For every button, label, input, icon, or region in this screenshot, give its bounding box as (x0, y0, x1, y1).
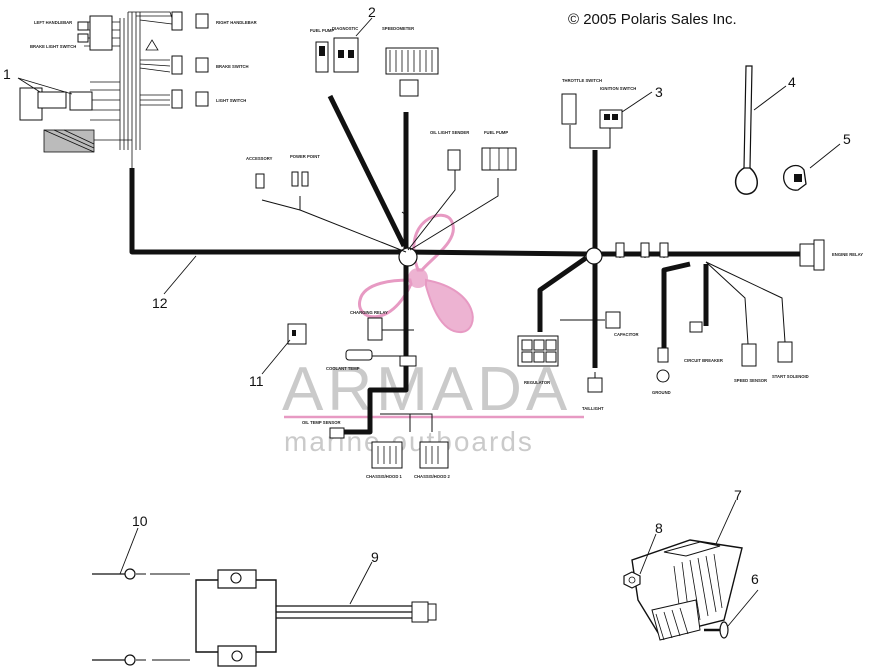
harness-junction-right (585, 247, 603, 265)
accessory-power-point (255, 171, 309, 189)
callout-3: 3 (655, 84, 663, 100)
fuel-pump-diagnostic-connectors (315, 37, 359, 73)
label-power-point: POWER POINT (290, 154, 320, 159)
callout-8: 8 (655, 520, 663, 536)
oil-sender-fuel-pump (447, 147, 517, 171)
ground-breaker-sensors (656, 321, 793, 383)
callout-5: 5 (843, 131, 851, 147)
label-diagnostic: DIAGNOSTIC (332, 26, 358, 31)
label-fuel-pump: FUEL PUMP (310, 28, 334, 33)
finned-regulator (631, 539, 743, 641)
callout-1: 1 (3, 66, 11, 82)
label-circuit-breaker: CIRCUIT BREAKER (684, 358, 723, 363)
label-ground: GROUND (652, 390, 671, 395)
copyright-text: © 2005 Polaris Sales Inc. (568, 11, 737, 28)
watermark-sub-text: marine outboards (284, 426, 534, 457)
callout-9: 9 (371, 549, 379, 565)
regulator-module (195, 569, 437, 667)
callout-11: 11 (249, 373, 264, 389)
callout-10: 10 (132, 513, 148, 529)
watermark: ARMADA marine outboards (282, 213, 584, 457)
callout-2: 2 (368, 4, 376, 20)
label-accessory: ACCESSORY (246, 156, 273, 161)
harness-clip (783, 164, 807, 191)
mounting-bolts (92, 568, 190, 666)
callout-7: 7 (734, 487, 742, 503)
label-right-handlebar: RIGHT HANDLEBAR (216, 20, 257, 25)
callout-12: 12 (152, 295, 168, 311)
label-left-handlebar: LEFT HANDLEBAR (34, 20, 72, 25)
throttle-ignition-switch (561, 93, 623, 129)
callout-4: 4 (788, 74, 796, 90)
callout-6: 6 (751, 571, 759, 587)
screw (704, 621, 729, 639)
chassis-hood-connectors (371, 441, 449, 469)
watermark-propeller-logo (358, 213, 474, 334)
left-handlebar-switch-assembly (19, 15, 113, 153)
label-engine-relay: ENGINE RELAY (832, 252, 863, 257)
right-handlebar-connectors (145, 11, 209, 109)
callout-leaders (17, 17, 841, 627)
relay (287, 323, 307, 345)
label-throttle-switch: THROTTLE SWITCH (562, 78, 602, 83)
right-side-connectors (615, 239, 825, 271)
label-brake-light-switch: BRAKE LIGHT SWITCH (30, 44, 76, 49)
label-light-switch: LIGHT SWITCH (216, 98, 246, 103)
cable-tie (734, 65, 758, 195)
component-labels: LEFT HANDLEBAR BRAKE LIGHT SWITCH RIGHT … (30, 20, 863, 479)
label-capacitor: CAPACITOR (614, 332, 639, 337)
ground-ring-terminal (656, 369, 670, 383)
callout-numbers: 1 2 3 4 5 6 7 8 9 10 11 12 (3, 4, 851, 587)
harness-junction-center (398, 247, 418, 267)
nut (623, 571, 641, 589)
label-fuel-pump-2: FUEL PUMP (484, 130, 508, 135)
charging-relay-coolant (329, 317, 417, 439)
label-coolant-temp: COOLANT TEMP (326, 366, 360, 371)
label-ignition-switch: IGNITION SWITCH (600, 86, 636, 91)
label-oil-light-sender: OIL LIGHT SENDER (430, 130, 469, 135)
label-speed-sensor: SPEED SENSOR (734, 378, 767, 383)
label-oil-temp-sensor: OIL TEMP SENSOR (302, 420, 340, 425)
label-speedometer: SPEEDOMETER (382, 26, 414, 31)
speedometer-connector (385, 47, 439, 97)
label-taillight: TAILLIGHT (582, 406, 604, 411)
label-chassis-1: CHASSIS/HOOD 1 (366, 474, 403, 479)
label-charging-relay: CHARGING RELAY (350, 310, 388, 315)
label-start-solenoid: START SOLENOID (772, 374, 809, 379)
label-chassis-2: CHASSIS/HOOD 2 (414, 474, 451, 479)
label-brake-switch: BRAKE SWITCH (216, 64, 249, 69)
label-regulator: REGULATOR (524, 380, 550, 385)
regulator-capacitor-taillight (517, 311, 621, 393)
